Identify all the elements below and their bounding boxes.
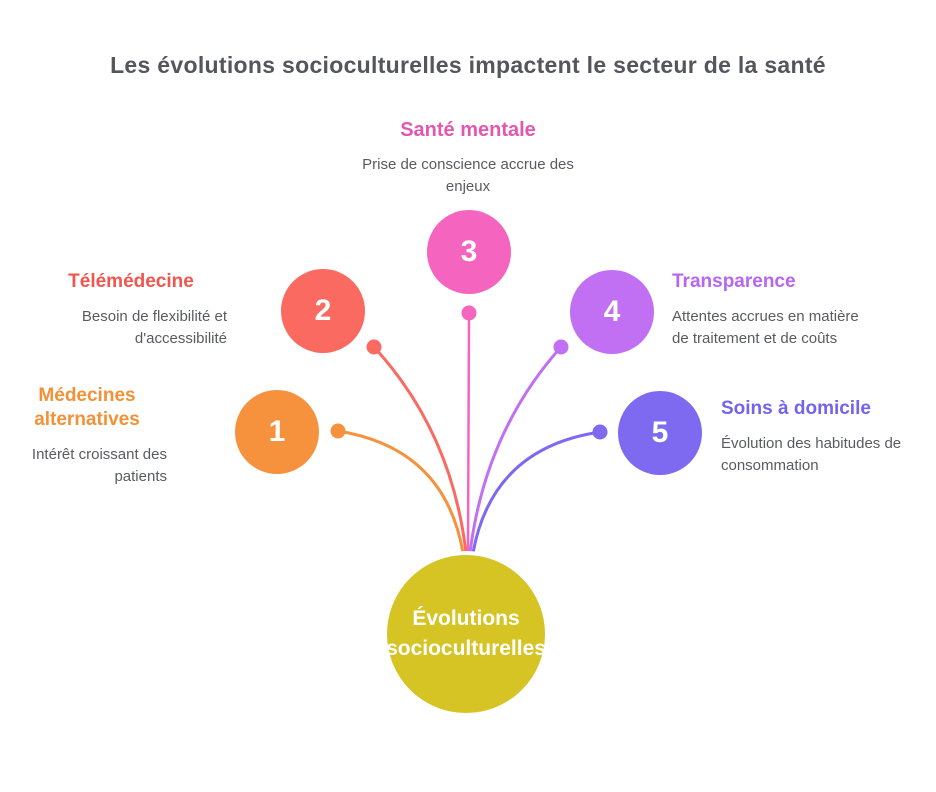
branch-1-heading: Médecines alternatives: [7, 384, 167, 432]
branch-soins-a-domicile: Soins à domicile Évolution des habitudes…: [721, 397, 931, 477]
connector-dot-2: [366, 339, 382, 355]
connector-dot-3: [461, 305, 477, 321]
branch-4-heading: Transparence: [672, 271, 796, 292]
branch-telemedecine: Télémédecine Besoin de flexibilité et d'…: [35, 270, 227, 350]
branch-1-heading-line-2: alternatives: [34, 409, 140, 430]
branch-medecines-alternatives: Médecines alternatives Intérêt croissant…: [7, 384, 167, 488]
branch-transparence: Transparence Attentes accrues en matière…: [672, 270, 892, 350]
branch-3-heading: Santé mentale: [400, 119, 536, 141]
node-number-2: 2: [314, 294, 332, 327]
branch-4-description: Attentes accrues en matière de traitemen…: [672, 308, 859, 347]
node-circle-2: 2: [281, 269, 365, 353]
node-number-1: 1: [268, 415, 286, 448]
node-number-5: 5: [651, 416, 669, 449]
branch-sante-mentale: Santé mentale Prise de conscience accrue…: [318, 118, 618, 198]
node-circle-3: 3: [427, 210, 511, 294]
connector-dot-5: [592, 424, 608, 440]
center-node-label-line-1: Évolutions: [412, 607, 520, 630]
node-circle-4: 4: [570, 270, 654, 354]
center-node: Évolutions socioculturelles: [383, 551, 549, 717]
connector-curve-2: [372, 345, 468, 555]
node-circle-1: 1: [235, 390, 319, 474]
node-number-4: 4: [603, 295, 621, 328]
page-title: Les évolutions socioculturelles impacten…: [110, 52, 826, 78]
branch-1-description: Intérêt croissant des patients: [31, 446, 167, 485]
connector-dot-1: [330, 423, 346, 439]
node-number-3: 3: [460, 235, 478, 268]
branch-2-description: Besoin de flexibilité et d'accessibilité: [81, 308, 227, 347]
center-node-label-line-2: socioculturelles: [386, 637, 546, 660]
connector-curve-4: [468, 345, 563, 555]
connector-curve-1: [336, 429, 465, 555]
connector-dot-4: [553, 339, 569, 355]
connector-curve-3: [466, 311, 471, 555]
node-circle-5: 5: [618, 391, 702, 475]
branch-2-heading: Télémédecine: [68, 271, 194, 292]
branch-5-description: Évolution des habitudes de consommation: [721, 435, 902, 474]
branch-1-heading-line-1: Médecines: [38, 385, 136, 406]
branch-5-heading: Soins à domicile: [721, 398, 871, 419]
branch-3-description: Prise de conscience accrue des enjeux: [362, 156, 574, 195]
connector-curve-5: [471, 430, 602, 555]
